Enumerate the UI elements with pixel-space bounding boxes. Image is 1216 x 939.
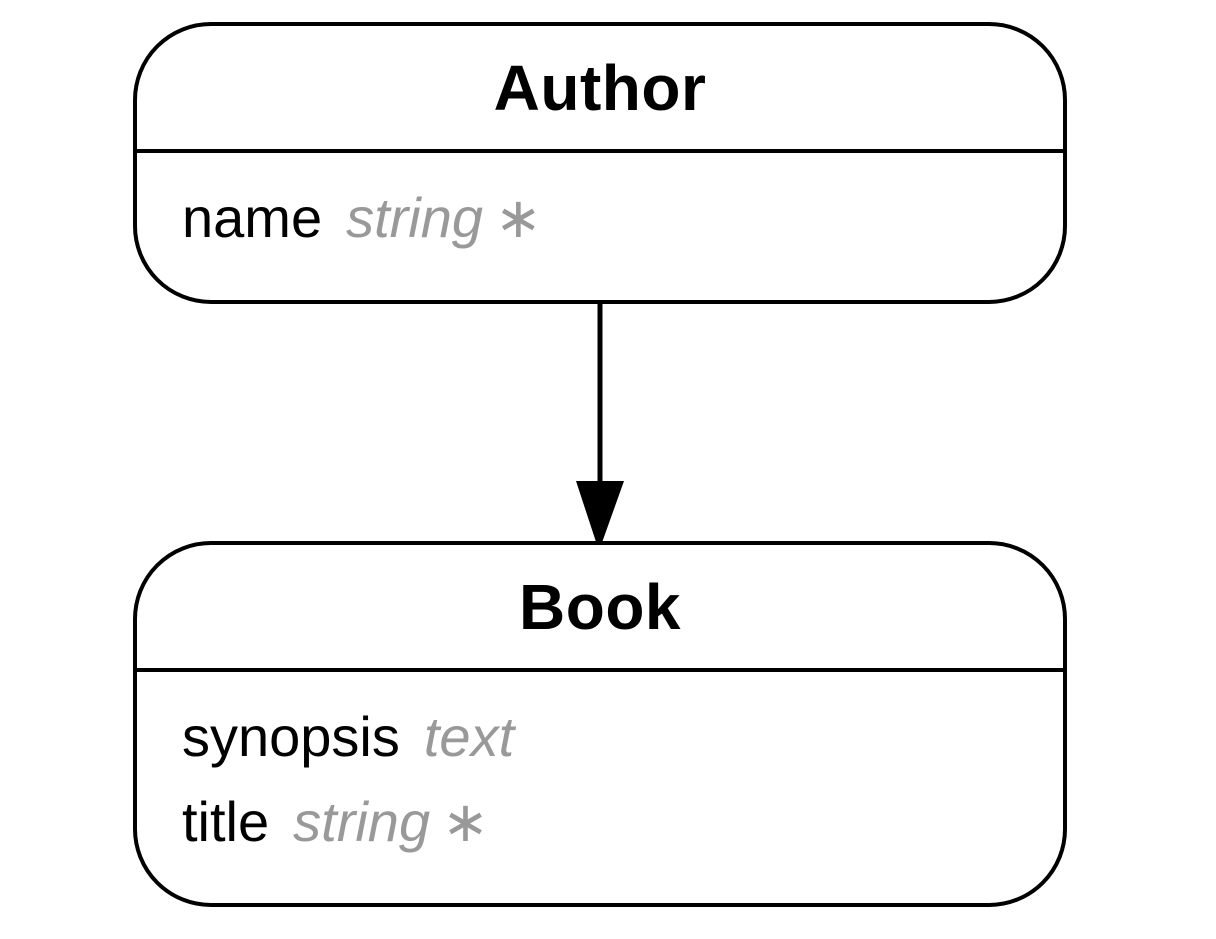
attribute-name: synopsis (182, 705, 400, 768)
entity-header: Book (137, 545, 1063, 672)
attribute-row: synopsis text (182, 694, 1063, 779)
entity-title: Author (493, 51, 707, 124)
attribute-name: name (182, 186, 323, 249)
entity-book: Book synopsis text title string∗ (133, 541, 1067, 907)
attribute-name: title (182, 790, 270, 853)
attribute-type: string (293, 790, 431, 853)
attribute-row: name string∗ (182, 175, 1063, 260)
required-mark: ∗ (442, 790, 490, 853)
entity-attributes: name string∗ (137, 153, 1063, 260)
attribute-type: text (423, 705, 515, 768)
required-mark: ∗ (495, 186, 542, 249)
entity-author: Author name string∗ (133, 22, 1067, 304)
attribute-row: title string∗ (182, 779, 1063, 864)
attribute-type: string (346, 186, 484, 249)
entity-header: Author (137, 26, 1063, 153)
entity-title: Book (519, 570, 681, 643)
entity-attributes: synopsis text title string∗ (137, 672, 1063, 864)
